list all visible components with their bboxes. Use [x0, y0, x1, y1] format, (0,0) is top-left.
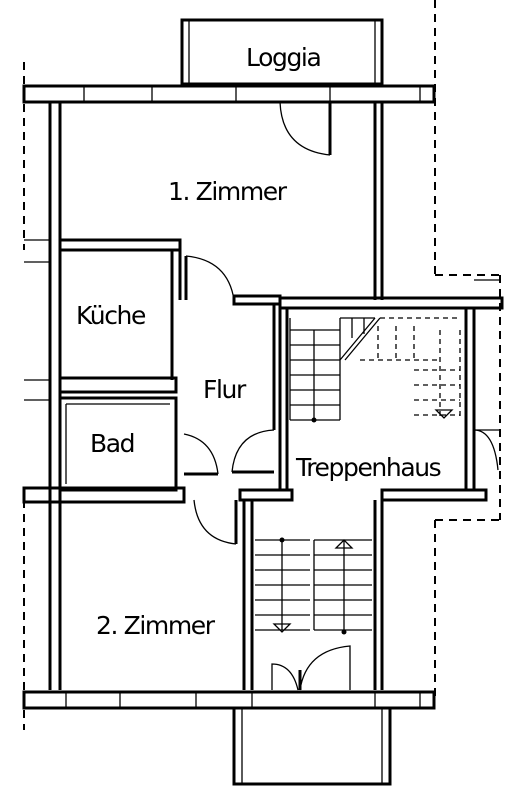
room-label-loggia: Loggia [246, 43, 320, 72]
adjacent-outline [23, 0, 501, 730]
room-label-kueche: Küche [76, 301, 146, 330]
lower-stair [242, 500, 384, 690]
bottom-projection [232, 706, 392, 786]
loggia-door [279, 101, 332, 156]
treppenhaus-walls [238, 279, 504, 502]
left-exterior-wall [24, 102, 62, 690]
bottom-exterior-wall [22, 690, 436, 710]
room-label-treppenhaus: Treppenhaus [295, 453, 441, 482]
bad-walls [22, 396, 186, 504]
upper-stair [289, 317, 461, 423]
bad-door [183, 433, 219, 476]
kueche-door [184, 255, 282, 306]
entrance-doors [271, 645, 351, 691]
room-label-zimmer2: 2. Zimmer [96, 611, 216, 640]
room-label-flur: Flur [203, 375, 247, 404]
room-label-bad: Bad [90, 429, 134, 458]
loggia-structure [180, 18, 384, 86]
flur-right-wall [231, 304, 276, 474]
top-exterior-wall [22, 84, 436, 104]
kueche-walls [58, 238, 182, 394]
room-label-zimmer1: 1. Zimmer [168, 177, 288, 206]
flur-lower-door [193, 499, 238, 545]
